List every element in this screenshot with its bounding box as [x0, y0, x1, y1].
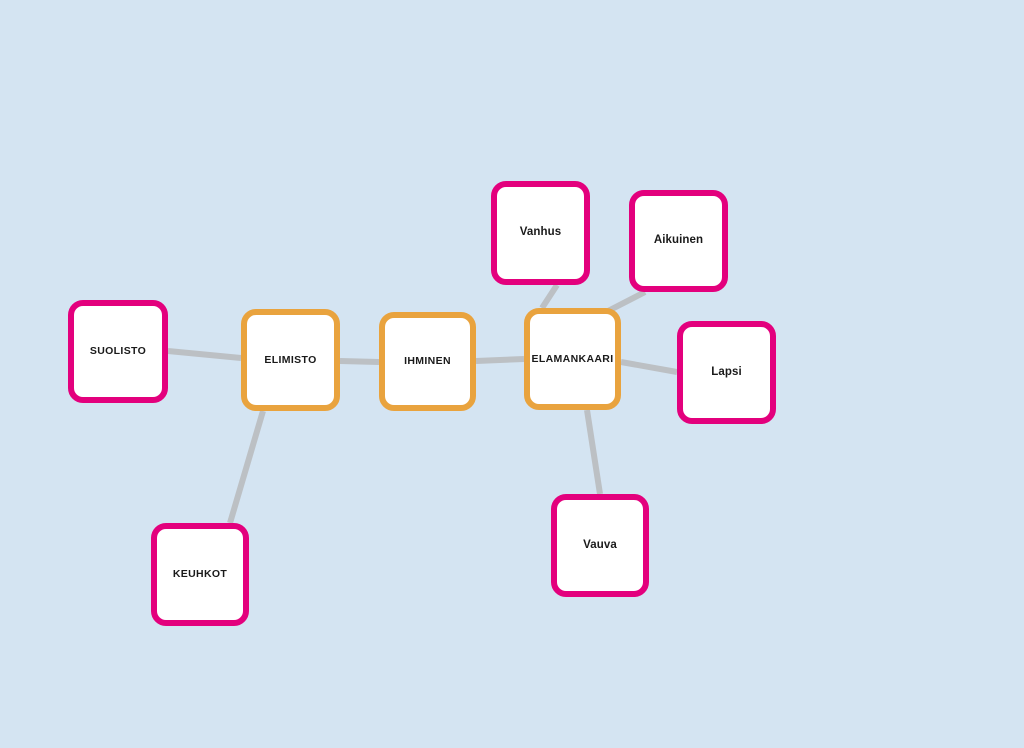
node-label-ihminen: IHMINEN [404, 355, 451, 368]
edge-elamankaari-lapsi [620, 359, 678, 375]
node-elimisto[interactable]: ELIMISTO [241, 309, 340, 411]
edge-ihminen-elamankaari [475, 356, 525, 364]
node-label-keuhkot: KEUHKOT [172, 568, 228, 581]
node-aikuinen[interactable]: Aikuinen [629, 190, 728, 292]
edge-elamankaari-vanhus [539, 283, 560, 310]
node-elamankaari[interactable]: ELAMANKAARI [524, 308, 621, 410]
edge-suolisto-elimisto [167, 348, 242, 361]
node-vauva[interactable]: Vauva [551, 494, 649, 597]
node-vanhus[interactable]: Vanhus [491, 181, 590, 285]
node-lapsi[interactable]: Lapsi [677, 321, 776, 424]
edge-elamankaari-vauva [584, 409, 603, 495]
node-keuhkot[interactable]: KEUHKOT [151, 523, 249, 626]
node-label-suolisto: SUOLISTO [89, 345, 147, 358]
edge-elamankaari-aikuinen [606, 289, 647, 314]
node-label-vanhus: Vanhus [519, 226, 562, 239]
node-label-vauva: Vauva [583, 538, 617, 551]
node-label-elimisto: ELIMISTO [264, 353, 317, 366]
node-ihminen[interactable]: IHMINEN [379, 312, 476, 411]
edge-elimisto-ihminen [339, 358, 380, 365]
node-label-lapsi: Lapsi [711, 365, 742, 378]
node-suolisto[interactable]: SUOLISTO [68, 300, 168, 403]
node-label-aikuinen: Aikuinen [653, 234, 704, 247]
node-label-elamankaari: ELAMANKAARI [531, 352, 614, 365]
edge-elimisto-keuhkot [227, 410, 266, 524]
